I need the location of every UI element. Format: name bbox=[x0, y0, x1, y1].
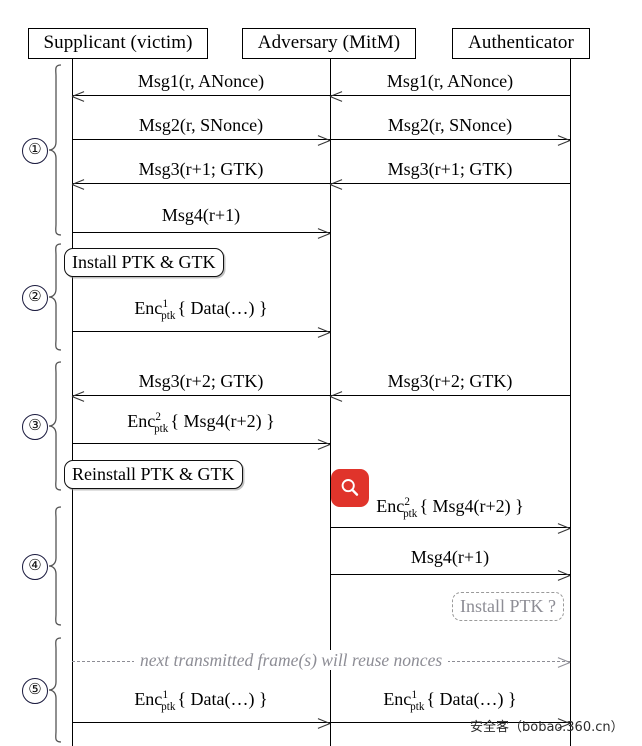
enc-notation-1: Enc1ptk{ Data(…) } bbox=[134, 298, 268, 322]
message-line-m3-left bbox=[72, 183, 330, 184]
actor-box-supplicant: Supplicant (victim) bbox=[28, 28, 208, 59]
lifeline-adversary bbox=[330, 59, 331, 746]
arrowhead-enc-msg4-2b bbox=[557, 520, 571, 535]
message-label-m5-right: Msg3(r+2; GTK) bbox=[387, 371, 513, 391]
arrowhead-m3-left bbox=[71, 176, 85, 191]
watermark-text: 安全客（bobao.360.cn） bbox=[470, 720, 624, 735]
message-label-m3-right: Msg3(r+1; GTK) bbox=[387, 159, 513, 179]
message-line-m1-right bbox=[330, 95, 570, 96]
message-label-m1-left: Msg1(r, ANonce) bbox=[137, 71, 265, 91]
arrowhead-m7-right bbox=[557, 567, 571, 582]
actor-box-authenticator: Authenticator bbox=[452, 28, 590, 59]
phase-brace-2 bbox=[48, 243, 62, 351]
arrowhead-m3-right bbox=[329, 176, 343, 191]
message-label-m7-right: Msg4(r+1) bbox=[410, 547, 490, 567]
phase-brace-1 bbox=[48, 64, 62, 236]
message-label-m1-right: Msg1(r, ANonce) bbox=[386, 71, 514, 91]
message-label-enc-msg4-2a: Enc2ptk{ Msg4(r+2) } bbox=[72, 410, 330, 435]
arrowhead-enc-data-5a bbox=[317, 715, 331, 730]
search-icon bbox=[341, 479, 359, 496]
message-label-m5-left: Msg3(r+2; GTK) bbox=[138, 371, 264, 391]
lifeline-authenticator bbox=[570, 59, 571, 746]
message-line-m7-right bbox=[330, 574, 570, 575]
arrowhead-m5-left bbox=[71, 388, 85, 403]
message-line-m5-left bbox=[72, 395, 330, 396]
enc-notation-2a: Enc2ptk{ Msg4(r+2) } bbox=[127, 411, 275, 435]
actor-box-adversary: Adversary (MitM) bbox=[242, 28, 416, 59]
message-line-m3-right bbox=[330, 183, 570, 184]
phase-number-5: ⑤ bbox=[22, 678, 48, 704]
message-line-enc-msg4-2b bbox=[330, 527, 570, 528]
phase-number-1: ① bbox=[22, 138, 48, 164]
arrowhead-m4-left bbox=[317, 225, 331, 240]
note-install-ptk-question: Install PTK ? bbox=[452, 592, 564, 621]
message-label-m4-left: Msg4(r+1) bbox=[161, 205, 241, 225]
message-label-m3-left: Msg3(r+1; GTK) bbox=[138, 159, 264, 179]
message-label-m2-left: Msg2(r, SNonce) bbox=[138, 115, 264, 135]
phase-brace-3 bbox=[48, 361, 62, 491]
arrowhead-enc-data-1 bbox=[317, 324, 331, 339]
message-line-m1-left bbox=[72, 95, 330, 96]
message-line-enc-data-5a bbox=[72, 722, 330, 723]
lifeline-supplicant bbox=[72, 59, 73, 746]
phase-brace-4 bbox=[48, 506, 62, 626]
message-line-m4-left bbox=[72, 232, 330, 233]
message-line-enc-msg4-2a bbox=[72, 443, 330, 444]
message-label-enc-data-5b: Enc1ptk{ Data(…) } bbox=[330, 688, 570, 713]
enc-notation-2b: Enc2ptk{ Msg4(r+2) } bbox=[376, 496, 524, 520]
enc-notation-5a: Enc1ptk{ Data(…) } bbox=[134, 689, 268, 713]
message-label-m2-right: Msg2(r, SNonce) bbox=[387, 115, 513, 135]
message-label-enc-data-5a: Enc1ptk{ Data(…) } bbox=[72, 688, 330, 713]
enc-notation-5b: Enc1ptk{ Data(…) } bbox=[383, 689, 517, 713]
arrowhead-m1-left bbox=[71, 88, 85, 103]
phase-number-4: ④ bbox=[22, 554, 48, 580]
note-reinstall-ptk-gtk: Reinstall PTK & GTK bbox=[64, 460, 243, 489]
message-label-enc-data-1: Enc1ptk{ Data(…) } bbox=[72, 297, 330, 322]
message-line-m5-right bbox=[330, 395, 570, 396]
search-badge[interactable] bbox=[331, 469, 369, 507]
arrowhead-m1-right bbox=[329, 88, 343, 103]
message-label-enc-msg4-2b: Enc2ptk{ Msg4(r+2) } bbox=[330, 495, 570, 520]
phase-number-3: ③ bbox=[22, 414, 48, 440]
arrowhead-m5-right bbox=[329, 388, 343, 403]
annotation-nonce-reuse: next transmitted frame(s) will reuse non… bbox=[134, 650, 449, 670]
message-line-m2-right bbox=[330, 139, 570, 140]
arrowhead-enc-msg4-2a bbox=[317, 436, 331, 451]
note-install-ptk-gtk: Install PTK & GTK bbox=[64, 248, 224, 277]
phase-number-2: ② bbox=[22, 285, 48, 311]
message-line-enc-data-1 bbox=[72, 331, 330, 332]
arrowhead-m2-right bbox=[557, 132, 571, 147]
annotation-arrowhead bbox=[557, 654, 571, 669]
message-line-enc-data-5b bbox=[330, 722, 570, 723]
message-line-m2-left bbox=[72, 139, 330, 140]
phase-brace-5 bbox=[48, 637, 62, 743]
arrowhead-m2-left bbox=[317, 132, 331, 147]
